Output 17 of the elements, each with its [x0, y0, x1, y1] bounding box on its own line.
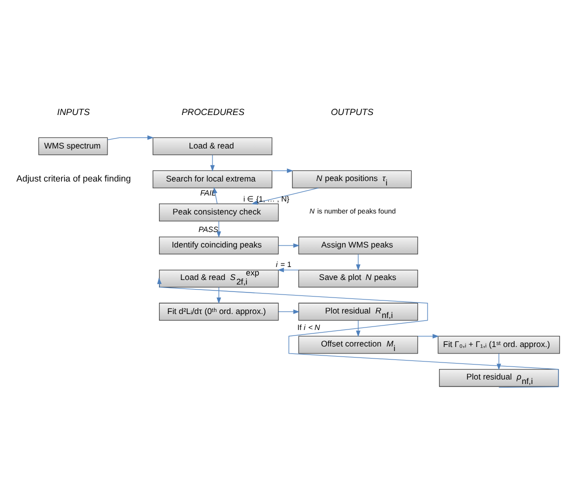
label: PROCEDURES — [182, 106, 244, 116]
arrow — [278, 267, 300, 272]
label: INPUTS — [57, 106, 90, 116]
arrow — [216, 286, 222, 304]
arrow — [356, 320, 360, 336]
arrow — [278, 242, 300, 248]
arrow — [251, 187, 319, 204]
arrow — [272, 168, 294, 172]
label: Adjust criteria of peak finding — [16, 173, 131, 184]
arrow — [418, 333, 439, 338]
arrow — [216, 220, 222, 238]
arrow — [107, 134, 154, 140]
arrow — [278, 308, 300, 314]
label: OUTPUTS — [330, 106, 374, 116]
arrow — [356, 253, 360, 270]
arrow — [210, 154, 215, 172]
arrow — [496, 352, 502, 370]
